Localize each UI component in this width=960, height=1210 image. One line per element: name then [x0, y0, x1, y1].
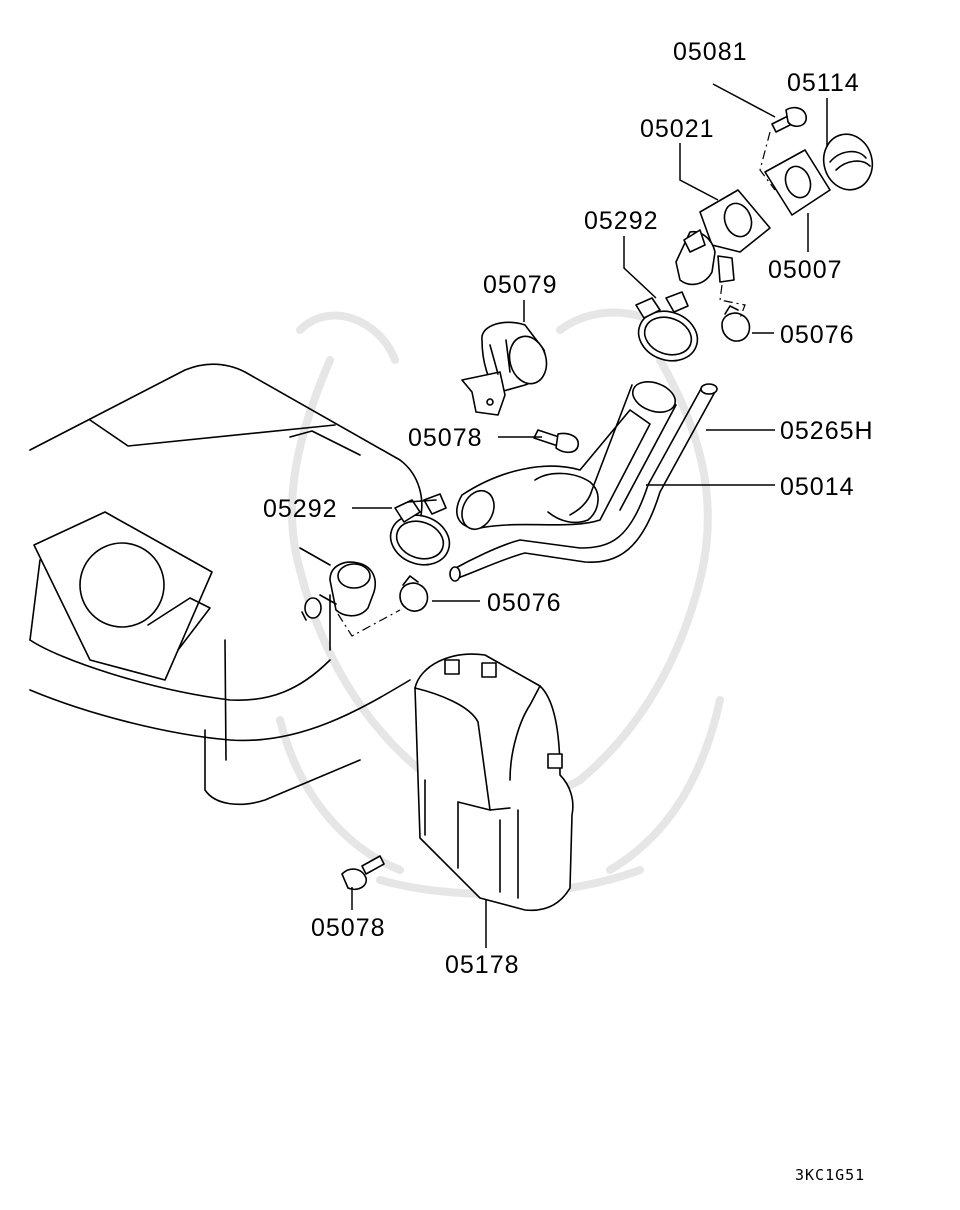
hose-clip-05076-top [721, 305, 751, 342]
label-05076-top: 05076 [780, 321, 855, 349]
label-05014: 05014 [780, 473, 855, 501]
label-05078-middle: 05078 [408, 424, 483, 452]
bracket-05079 [461, 321, 548, 416]
tank-filler-neck [301, 561, 376, 621]
filler-hose-05014 [456, 381, 677, 531]
label-05076-middle: 05076 [487, 589, 562, 617]
bolt-05078-bottom [341, 855, 385, 891]
hose-clamp-05292-top [635, 291, 699, 362]
hose-clamp-05292-left [389, 493, 451, 566]
protector-05178 [414, 653, 574, 912]
filler-neck-05021 [675, 189, 771, 286]
breather-tube-05265H [449, 383, 718, 582]
bolt-05078-middle [533, 429, 579, 454]
label-05178: 05178 [445, 951, 520, 979]
assembly-dash-lines [337, 131, 776, 637]
fuel-cap-05114 [822, 133, 874, 191]
label-05292-left: 05292 [263, 495, 338, 523]
label-05114: 05114 [787, 69, 860, 97]
label-05079: 05079 [483, 271, 558, 299]
label-05081: 05081 [673, 38, 748, 66]
label-05078-bottom: 05078 [311, 914, 386, 942]
label-05021: 05021 [640, 115, 715, 143]
leader-lines [351, 83, 828, 948]
fuel-tank [29, 363, 423, 806]
gasket-05007 [764, 149, 831, 216]
label-05292-top: 05292 [584, 207, 659, 235]
label-05265H: 05265H [780, 417, 874, 445]
label-05007: 05007 [768, 256, 843, 284]
hose-clip-05076-middle [399, 575, 429, 612]
diagram-code: 3KC1G51 [795, 1166, 865, 1184]
screw-05081 [771, 106, 807, 133]
